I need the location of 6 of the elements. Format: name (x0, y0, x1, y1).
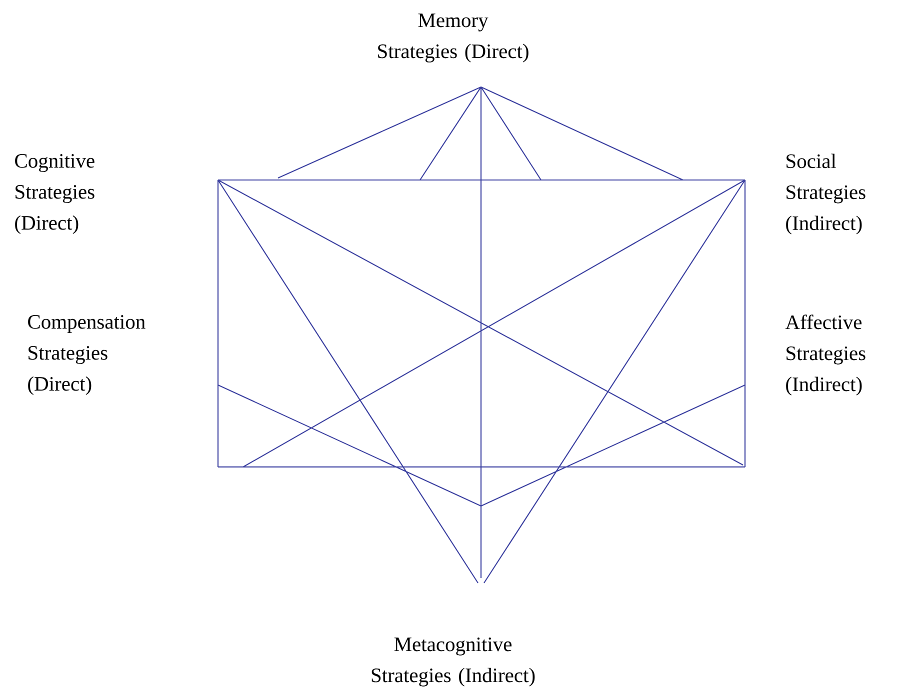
strategy-label: Social Strategies (Indirect) (786, 154, 866, 234)
strategy-label: Affective Strategies (Indirect) (785, 314, 866, 396)
strategy-label: Compensation Strategies (Direct) (28, 315, 146, 395)
strategy-label: Cognitive Strategies (Direct) (15, 154, 94, 234)
strategy-label: Metacognitive Strategies (Indirect) (372, 638, 535, 686)
strategy-label: Memory Strategies (Direct) (378, 14, 528, 62)
